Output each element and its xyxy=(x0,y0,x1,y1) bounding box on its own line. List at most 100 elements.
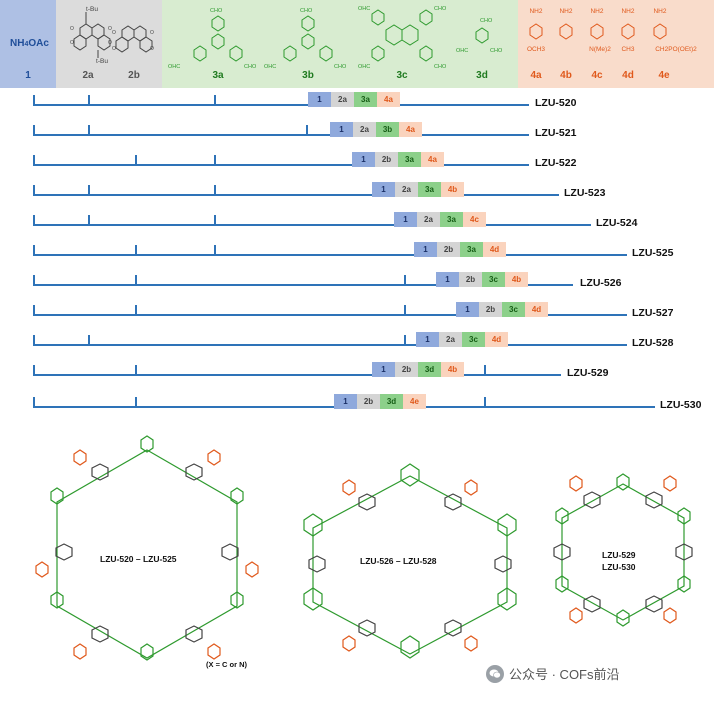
chip-amine: 4b xyxy=(441,182,464,197)
block-label-3d: 3d xyxy=(476,70,488,81)
chip-amine: 4b xyxy=(505,272,528,287)
chip-aldehyde: 3c xyxy=(482,272,505,287)
row-tick xyxy=(33,245,35,255)
row-tick xyxy=(33,275,35,285)
svg-text:O: O xyxy=(70,40,74,46)
row-label: LZU-527 xyxy=(632,307,674,319)
row-tick xyxy=(33,185,35,195)
chip-amine: 4d xyxy=(485,332,508,347)
row-tick xyxy=(135,245,137,255)
quinone-structures: OO OO OO OO xyxy=(70,12,154,58)
chip-quinone: 2b xyxy=(395,362,418,377)
t-butyl-top: t-Bu xyxy=(86,6,98,13)
svg-text:CHO: CHO xyxy=(490,48,503,54)
chip-quinone: 2b xyxy=(479,302,502,317)
chip-ammonium: 1 xyxy=(308,92,331,107)
block-label-3a: 3a xyxy=(212,70,224,81)
block-label-2b: 2b xyxy=(128,70,140,81)
row-line xyxy=(33,164,529,166)
amine-structures xyxy=(529,23,667,40)
row-chips: 1 2b 3c 4d xyxy=(456,302,548,317)
row-label: LZU-521 xyxy=(535,127,577,139)
svg-text:CHO: CHO xyxy=(480,18,493,24)
row-label: LZU-528 xyxy=(632,337,674,349)
block-label-3c: 3c xyxy=(396,70,408,81)
chip-aldehyde: 3a xyxy=(398,152,421,167)
row-chips: 1 2b 3d 4e xyxy=(334,394,426,409)
watermark-text: 公众号 · COFs前沿 xyxy=(509,667,620,682)
row-tick xyxy=(214,215,216,225)
framework-hexagon-3a xyxy=(35,435,259,661)
svg-text:CHO: CHO xyxy=(434,64,447,70)
block-label-3b: 3b xyxy=(302,70,314,81)
row-line xyxy=(33,314,627,316)
row-tick xyxy=(404,305,406,315)
row-line xyxy=(33,194,559,196)
row-line xyxy=(33,104,529,106)
chip-amine: 4a xyxy=(421,152,444,167)
row-label: LZU-523 xyxy=(564,187,606,199)
chip-ammonium: 1 xyxy=(394,212,417,227)
row-tick xyxy=(33,215,35,225)
row-lzu-526: 1 2b 3c 4b LZU-526 xyxy=(0,270,714,300)
row-tick xyxy=(88,125,90,135)
svg-text:CHO: CHO xyxy=(244,64,257,70)
amine-4a-substituent: OCH3 xyxy=(526,46,546,53)
chip-amine: 4c xyxy=(463,212,486,227)
chip-quinone: 2b xyxy=(357,394,380,409)
svg-text:O: O xyxy=(112,46,116,52)
row-chips: 1 2b 3a 4d xyxy=(414,242,506,257)
row-tick xyxy=(404,275,406,285)
chip-aldehyde: 3c xyxy=(502,302,525,317)
row-tick xyxy=(88,215,90,225)
block-label-4d: 4d xyxy=(622,70,634,81)
row-tick xyxy=(33,397,35,407)
chip-quinone: 2a xyxy=(395,182,418,197)
svg-text:CHO: CHO xyxy=(210,8,223,14)
row-chips: 1 2a 3b 4a xyxy=(330,122,422,137)
chip-amine: 4b xyxy=(441,362,464,377)
row-line xyxy=(33,224,591,226)
row-label: LZU-530 xyxy=(660,399,702,411)
amine-4d-substituent: CH3 xyxy=(621,46,635,53)
block-label-2a: 2a xyxy=(82,70,94,81)
svg-text:O: O xyxy=(112,30,116,36)
svg-text:OHC: OHC xyxy=(456,48,468,54)
row-lzu-522: 1 2b 3a 4a LZU-522 xyxy=(0,150,714,180)
chip-aldehyde: 3a xyxy=(440,212,463,227)
chip-amine: 4d xyxy=(483,242,506,257)
row-label: LZU-520 xyxy=(535,97,577,109)
row-label: LZU-526 xyxy=(580,277,622,289)
svg-text:OHC: OHC xyxy=(358,6,370,12)
row-tick xyxy=(135,305,137,315)
chip-ammonium: 1 xyxy=(372,362,395,377)
framework-label-530: LZU-530 xyxy=(602,562,636,572)
amine-4d-nh2: NH2 xyxy=(621,8,635,15)
chip-amine: 4e xyxy=(403,394,426,409)
row-lzu-525: 1 2b 3a 4d LZU-525 xyxy=(0,240,714,270)
row-tick xyxy=(135,397,137,407)
block-label-4c: 4c xyxy=(591,70,603,81)
framework-label-529: LZU-529 xyxy=(602,550,636,560)
row-tick xyxy=(33,95,35,105)
chip-aldehyde: 3a xyxy=(354,92,377,107)
amine-4c-substituent: N(Me)2 xyxy=(589,46,611,53)
svg-text:CHO: CHO xyxy=(300,8,313,14)
row-chips: 1 2a 3a 4c xyxy=(394,212,486,227)
row-tick xyxy=(33,365,35,375)
chip-aldehyde: 3d xyxy=(380,394,403,409)
chip-ammonium: 1 xyxy=(352,152,375,167)
block-label-1: 1 xyxy=(25,70,31,81)
svg-text:OHC: OHC xyxy=(168,64,180,70)
row-tick xyxy=(88,95,90,105)
framework-label-520-525: LZU-520 – LZU-525 xyxy=(100,554,177,564)
row-tick xyxy=(214,95,216,105)
row-tick xyxy=(404,335,406,345)
block-label-4e: 4e xyxy=(658,70,670,81)
wechat-watermark: 公众号 · COFs前沿 xyxy=(486,664,620,683)
chip-quinone: 2a xyxy=(331,92,354,107)
chip-quinone: 2b xyxy=(375,152,398,167)
ammonium-acetate-formula: NH4OAc xyxy=(10,38,49,49)
